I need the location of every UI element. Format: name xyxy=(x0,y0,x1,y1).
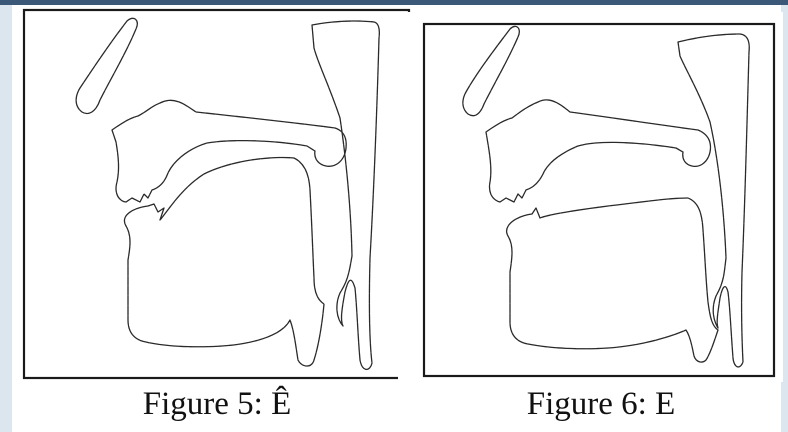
figure-5-drawing xyxy=(22,8,412,382)
header-bar xyxy=(0,0,788,5)
figure-6 xyxy=(398,12,783,382)
left-margin-strip xyxy=(0,5,12,432)
figure-5-caption: Figure 5: Ê xyxy=(67,384,367,424)
figure-6-caption: Figure 6: E xyxy=(451,384,751,424)
figure-6-drawing xyxy=(398,12,783,382)
figure-5 xyxy=(22,8,412,382)
figure-5-frame xyxy=(24,10,409,378)
